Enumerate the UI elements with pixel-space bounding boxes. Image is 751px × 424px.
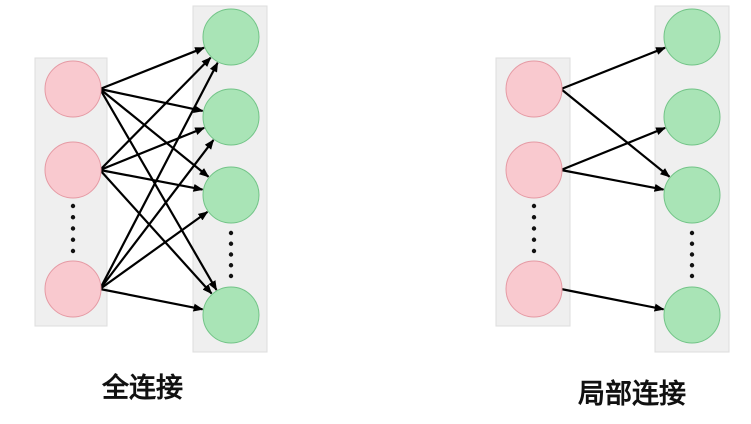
local-output-ellipsis-dot: [689, 252, 695, 257]
full-output-ellipsis-dot: [228, 273, 234, 279]
full-output-ellipsis-dot: [228, 230, 234, 236]
full-connection-edge: [99, 168, 204, 192]
local-input-ellipsis-dot: [531, 215, 537, 220]
local-input-node: [505, 260, 563, 318]
full-connection-edge: [99, 211, 209, 290]
full-output-ellipsis-dot: [228, 241, 234, 246]
local-input-ellipsis-dot: [531, 248, 537, 254]
full-input-node: [44, 141, 102, 199]
full-connection-edge: [99, 56, 212, 171]
local-output-node: [663, 166, 721, 224]
full-input-node: [44, 60, 102, 118]
local-output-ellipsis-dot: [689, 273, 695, 279]
full-connection-edge: [99, 88, 210, 178]
full-input-node: [44, 260, 102, 318]
local-connection-edge: [560, 168, 665, 192]
full-output-ellipsis-dot: [228, 263, 234, 268]
full-input-ellipsis-dot: [70, 237, 76, 242]
local-connection-edge: [560, 287, 665, 312]
local-input-ellipsis-dot: [531, 237, 537, 242]
full-output-node: [202, 286, 260, 344]
full-connection-edge: [99, 169, 213, 295]
full-input-ellipsis-dot: [70, 215, 76, 220]
local-output-node: [663, 286, 721, 344]
local-connection-edge: [560, 126, 667, 172]
full-connection-edge: [99, 88, 218, 291]
full-connection-edge: [99, 61, 219, 290]
caption-full-connection: 全连接: [102, 373, 183, 404]
local-output-ellipsis-dot: [689, 263, 695, 268]
full-output-ellipsis-dot: [228, 252, 234, 257]
full-input-ellipsis-dot: [70, 226, 76, 231]
local-connection-edge: [560, 88, 671, 178]
local-input-node: [505, 60, 563, 118]
full-output-node: [202, 8, 260, 66]
local-input-ellipsis-dot: [531, 226, 537, 231]
local-input-node: [505, 141, 563, 199]
full-connection-edge: [99, 46, 205, 91]
full-output-node: [202, 88, 260, 146]
full-connection-edge: [99, 87, 204, 113]
caption-local-connection: 局部连接: [578, 379, 686, 410]
local-output-node: [663, 8, 721, 66]
local-output-ellipsis-dot: [689, 241, 695, 246]
local-output-ellipsis-dot: [689, 230, 695, 236]
full-connection-edge: [99, 126, 206, 172]
local-output-node: [663, 88, 721, 146]
full-connection-edge: [99, 287, 204, 312]
full-connection-edge: [99, 139, 215, 290]
local-input-ellipsis-dot: [531, 203, 537, 209]
full-output-node: [202, 166, 260, 224]
full-input-ellipsis-dot: [70, 203, 76, 209]
local-connection-edge: [560, 46, 666, 91]
full-input-ellipsis-dot: [70, 248, 76, 254]
